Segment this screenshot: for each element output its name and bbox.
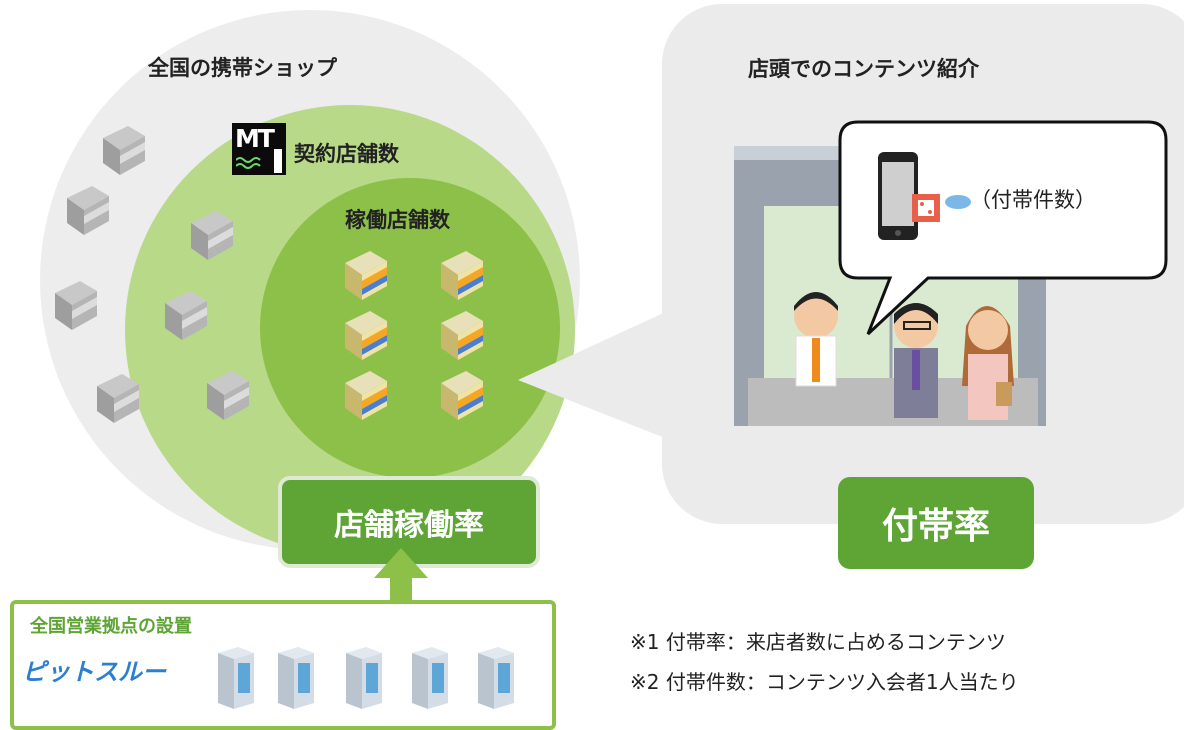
note-attach-rate: ※1 付帯率：来店者数に占めるコンテンツ <box>630 630 1006 654</box>
office-building-icon <box>278 647 314 709</box>
active-shop-icon <box>345 371 387 420</box>
inner-circle-active-shops <box>260 178 560 478</box>
app-icon <box>912 194 940 222</box>
smartphone-icon <box>878 152 918 240</box>
contract-shops-label: 契約店舗数 <box>294 142 399 166</box>
mt-bar <box>274 149 282 173</box>
person-icon <box>894 303 938 418</box>
intro-title: 店頭でのコンテンツ紹介 <box>748 57 979 81</box>
person-icon <box>794 292 838 387</box>
office-building-icon <box>218 647 254 709</box>
active-shop-icon <box>441 371 483 420</box>
shop-building-icon <box>97 374 139 423</box>
store-rate-box: 店舗稼働率 <box>278 476 540 568</box>
office-building-icon <box>412 647 448 709</box>
active-shop-icon <box>441 251 483 300</box>
active-shop-icon <box>345 251 387 300</box>
shop-building-icon <box>55 281 97 330</box>
note-attach-count: ※2 付帯件数：コンテンツ入会者1人当たり <box>630 670 1019 694</box>
callout-pointer <box>518 310 670 440</box>
office-building-icon <box>478 647 514 709</box>
mt-logo-text: MT <box>235 124 275 153</box>
shop-building-icon <box>165 291 207 340</box>
all-shops-label: 全国の携帯ショップ <box>148 56 337 80</box>
shop-building-icon <box>103 126 145 175</box>
wave-icon <box>236 157 261 169</box>
weather-icon <box>945 195 971 209</box>
active-shop-icon <box>345 311 387 360</box>
shop-building-icon <box>67 186 109 235</box>
mt-logo-icon: MT <box>232 123 286 175</box>
office-building-icon <box>346 647 382 709</box>
attach-count-label: （付帯件数） <box>970 188 1096 212</box>
active-shops-label: 稼働店舗数 <box>345 208 450 232</box>
pit-through-logo: ピットスルー <box>22 658 166 686</box>
shop-building-icon <box>207 371 249 420</box>
sales-bases-label: 全国営業拠点の設置 <box>30 616 192 637</box>
active-shop-icon <box>441 311 483 360</box>
person-icon <box>962 306 1014 420</box>
speech-bubble <box>838 120 1168 336</box>
attach-rate-box: 付帯率 <box>838 477 1034 569</box>
shop-building-icon <box>191 211 233 260</box>
